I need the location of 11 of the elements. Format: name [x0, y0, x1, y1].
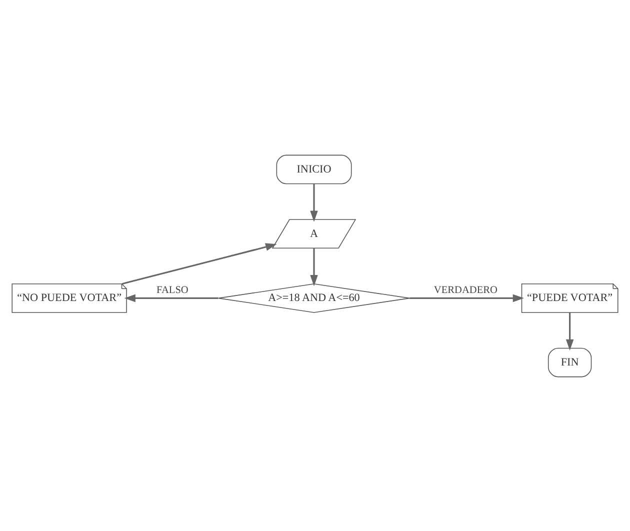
node-box: FIN	[548, 347, 592, 377]
arrow	[410, 294, 524, 302]
arrow	[124, 294, 218, 302]
node-box: INICIO	[276, 154, 352, 184]
arrow	[566, 312, 574, 350]
edge-label: VERDADERO	[434, 284, 498, 296]
arrow	[122, 242, 277, 284]
arrow	[310, 183, 318, 222]
node-diamond: A>=18 AND A<=60	[218, 282, 410, 312]
arrow	[310, 248, 318, 286]
edge-label: FALSO	[156, 284, 188, 296]
